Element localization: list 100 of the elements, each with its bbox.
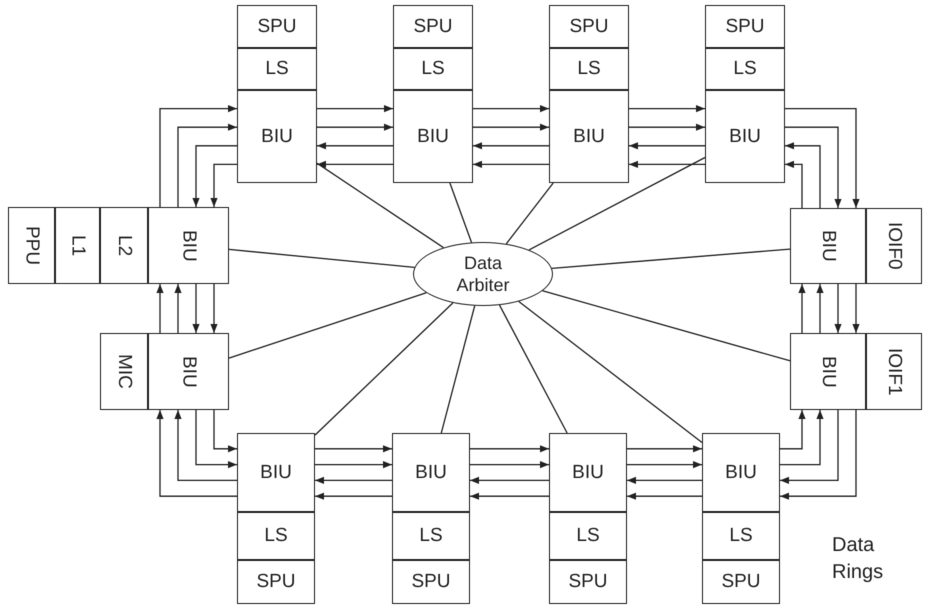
unit-box (702, 512, 780, 560)
connector-line (552, 248, 790, 270)
arrow (785, 160, 803, 208)
arrow (470, 461, 549, 468)
unit-box (790, 208, 866, 284)
unit-label: SPU (256, 570, 296, 594)
arrow (629, 124, 705, 131)
unit-label: PPU (20, 226, 44, 266)
unit-box (705, 90, 785, 183)
arrow (210, 284, 218, 333)
arrow (470, 476, 549, 484)
arrow (629, 160, 705, 168)
connector-line (518, 300, 702, 444)
unit-label: LS (419, 524, 443, 548)
unit-label: BIU (573, 124, 605, 148)
arrow (159, 105, 237, 207)
arbiter-ellipse (413, 242, 553, 306)
unit-label: BIU (260, 460, 292, 484)
arrow (473, 105, 549, 112)
arrow (317, 160, 393, 168)
unit-label: BIU (177, 230, 200, 262)
unit-box (549, 5, 629, 48)
unit-label: BIU (816, 356, 840, 388)
connector-line (506, 182, 554, 244)
arrow (174, 410, 237, 482)
arrow (627, 445, 702, 452)
arrow (852, 284, 860, 333)
connector-line (449, 182, 472, 243)
arrow (317, 124, 393, 131)
unit-label: SPU (411, 570, 451, 594)
unit-box (549, 90, 629, 183)
unit-box (702, 560, 780, 604)
unit-label: BIU (572, 460, 604, 484)
arrow (315, 492, 392, 500)
connector-line (314, 302, 454, 436)
unit-label: LS (265, 57, 289, 81)
arrow (780, 410, 806, 450)
unit-box (393, 90, 473, 183)
arrow (156, 284, 164, 333)
unit-label: BIU (816, 230, 840, 262)
arrow (473, 160, 549, 168)
unit-label: LS (733, 57, 757, 81)
unit-box (705, 5, 785, 48)
unit-label: SPU (413, 14, 453, 38)
connector-line (528, 156, 706, 250)
unit-box (100, 333, 148, 410)
arrow (785, 142, 821, 208)
unit-box (392, 433, 470, 512)
unit-box (549, 433, 627, 512)
unit-box (237, 433, 315, 512)
unit-label: LS (729, 524, 753, 548)
arrow (470, 445, 549, 452)
arrow (210, 164, 237, 207)
unit-label: BIU (725, 460, 757, 484)
arrow (174, 284, 182, 333)
arrow (317, 142, 393, 150)
unit-label: SPU (569, 14, 609, 38)
arrow (315, 476, 392, 484)
arrow (213, 410, 237, 452)
arrow (627, 492, 702, 500)
note-label: Data Rings (832, 533, 884, 585)
unit-label: BIU (177, 356, 200, 388)
unit-label: IOIF0 (882, 222, 906, 270)
arrow (780, 410, 857, 500)
connector-line (228, 248, 415, 268)
unit-box (393, 48, 473, 90)
unit-box (237, 90, 317, 183)
unit-label: SPU (725, 14, 765, 38)
unit-box (237, 5, 317, 48)
arrow (780, 410, 824, 466)
arrow (156, 410, 237, 497)
arrow (177, 124, 237, 207)
unit-label: BIU (261, 124, 293, 148)
unit-label: BIU (417, 124, 449, 148)
unit-label: L2 (112, 234, 136, 256)
connector-line (498, 304, 568, 434)
connector-line (228, 292, 426, 359)
unit-box (790, 333, 866, 410)
arrow (629, 105, 705, 112)
unit-box (8, 207, 55, 284)
unit-label: LS (577, 57, 601, 81)
unit-box (866, 208, 922, 284)
connector-line (316, 162, 444, 248)
connector-line (440, 306, 476, 434)
arrow (798, 284, 806, 333)
unit-box (148, 333, 229, 410)
unit-label: BIU (415, 460, 447, 484)
unit-label: MIC (112, 354, 136, 389)
unit-box (705, 48, 785, 90)
unit-label: SPU (721, 570, 761, 594)
connector-line (542, 290, 790, 362)
unit-box (702, 433, 780, 512)
unit-box (237, 48, 317, 90)
unit-box (237, 512, 315, 560)
arrow (627, 461, 702, 468)
unit-box (55, 207, 100, 284)
arrow (192, 145, 237, 207)
unit-label: BIU (729, 124, 761, 148)
arrow (192, 284, 200, 333)
arrow (627, 476, 702, 484)
